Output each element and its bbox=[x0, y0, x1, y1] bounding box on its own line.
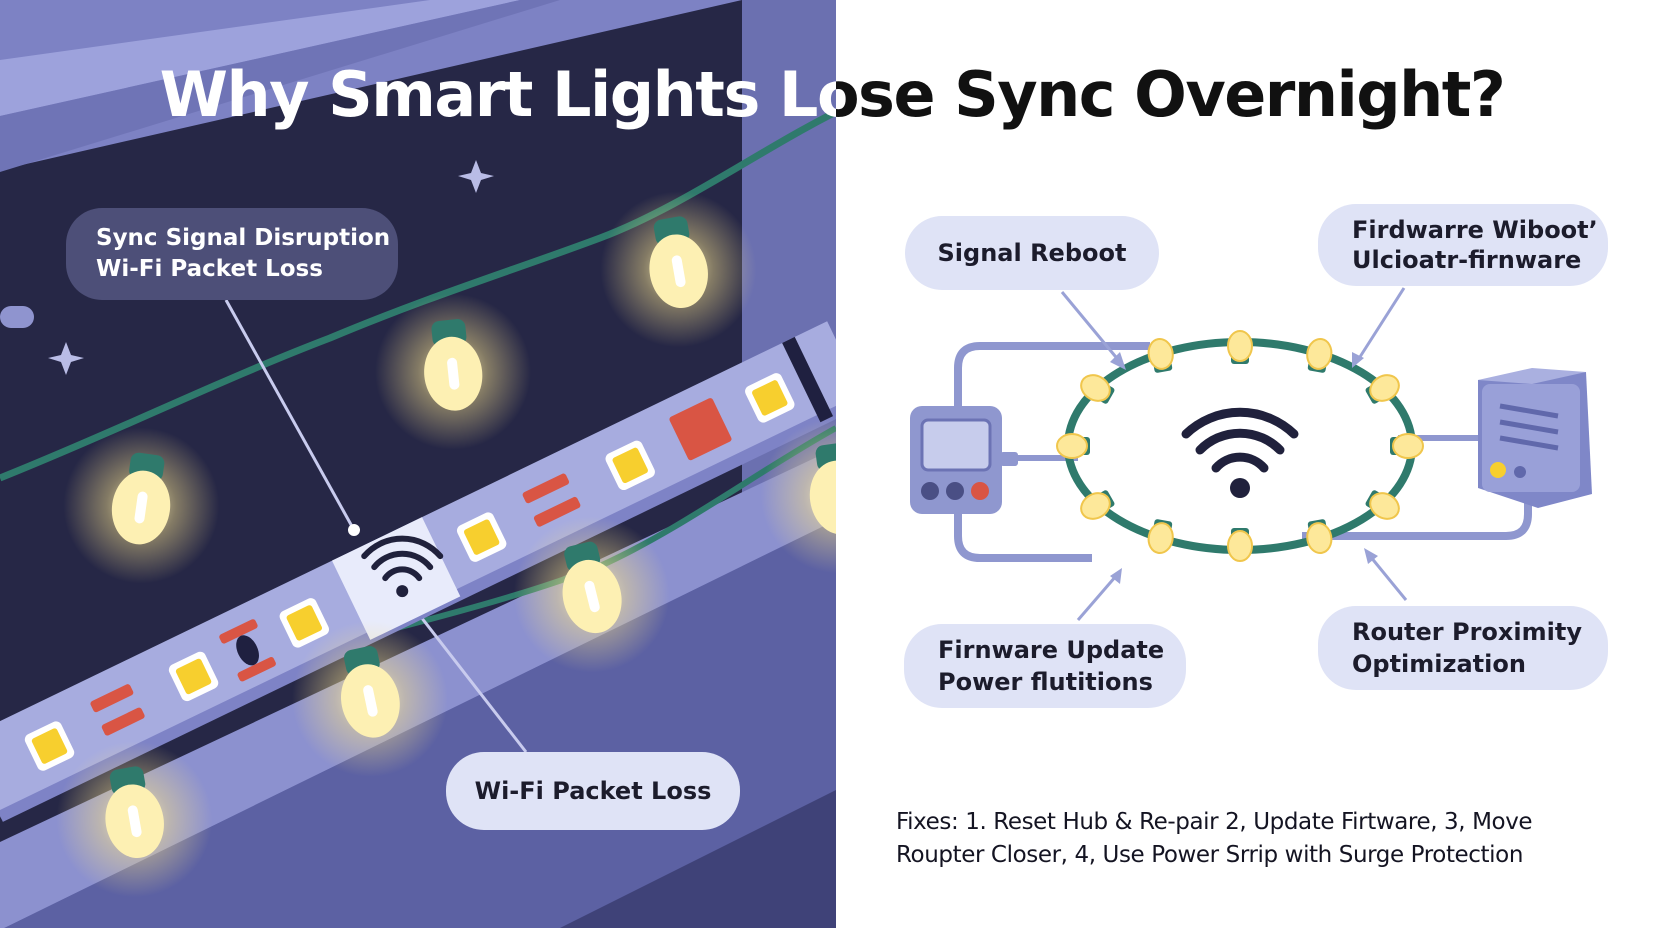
light-bulb-icon bbox=[513, 516, 670, 673]
left-scene bbox=[0, 0, 836, 928]
light-bulb-icon bbox=[375, 293, 532, 450]
sparkle-icon bbox=[458, 160, 494, 193]
callout-line: Power flutitions bbox=[938, 668, 1153, 696]
page-title: Why Smart Lights Lose Sync Overnight? bbox=[0, 58, 1664, 131]
led-chip-icon bbox=[745, 373, 795, 423]
led-chip-icon bbox=[456, 512, 507, 562]
strip-connector bbox=[782, 336, 834, 423]
callout-line: Sync Signal Disruption bbox=[96, 225, 391, 251]
callout-signal-reboot: Signal Reboot bbox=[905, 216, 1159, 290]
right-diagram bbox=[836, 0, 1664, 928]
led-chip-icon bbox=[279, 598, 330, 648]
light-bulb-icon bbox=[1056, 433, 1090, 459]
roof-edge-lower bbox=[0, 0, 560, 172]
connection-wire bbox=[1302, 502, 1532, 540]
wifi-icon bbox=[1181, 407, 1299, 498]
leader-line bbox=[224, 299, 356, 531]
light-bulb-icon bbox=[291, 620, 448, 777]
callout-line: Ulcioatr-firnware bbox=[1352, 246, 1582, 274]
wifi-icon bbox=[361, 535, 444, 598]
fixes-line: Roupter Closer, 4, Use Power Srrip with … bbox=[896, 842, 1524, 868]
arrow-icon bbox=[1060, 291, 1126, 370]
callout-sync-disruption: Sync Signal Disruption Wi-Fi Packet Loss bbox=[66, 208, 398, 300]
light-bulb-icon bbox=[1227, 528, 1253, 562]
callout-line: Wi-Fi Packet Loss bbox=[474, 777, 712, 805]
light-bulb-icon bbox=[1306, 519, 1333, 554]
arrow-icon bbox=[1364, 548, 1408, 601]
callout-line: Router Proximity bbox=[1352, 618, 1582, 646]
leader-dot bbox=[348, 524, 360, 536]
led-chip-icon bbox=[90, 684, 145, 736]
ground-block bbox=[560, 790, 836, 928]
callout-line: Wi-Fi Packet Loss bbox=[96, 256, 323, 282]
callout-line: Optimization bbox=[1352, 650, 1526, 678]
light-bulb-icon bbox=[56, 741, 213, 898]
wall-mark bbox=[0, 306, 34, 328]
hub-device-icon bbox=[910, 406, 1018, 514]
led-chip-icon bbox=[522, 473, 581, 527]
leader-line bbox=[412, 607, 528, 753]
led-strip bbox=[0, 321, 836, 822]
connection-wire bbox=[954, 342, 1150, 406]
light-bulb-icon bbox=[63, 427, 220, 584]
light-bulb-icon bbox=[1227, 330, 1253, 364]
router-icon bbox=[1478, 368, 1592, 508]
callout-firmware-update: Firnware Update Power flutitions bbox=[904, 624, 1186, 708]
callout-line: Firnware Update bbox=[938, 636, 1165, 664]
light-bulb-icon bbox=[1147, 338, 1174, 373]
led-chip-icon bbox=[669, 398, 732, 461]
light-bulb-icon bbox=[1147, 519, 1174, 554]
led-chip-icon bbox=[605, 440, 655, 491]
callout-wifi-packet-loss: Wi-Fi Packet Loss bbox=[446, 752, 740, 830]
light-bulb-icon bbox=[1306, 338, 1333, 373]
fixes-list: Fixes: 1. Reset Hub & Re-pair 2, Update … bbox=[896, 806, 1616, 872]
callout-firmware-reboot: Firdwarre Wiboot’ Ulcioatr-firnware bbox=[1318, 204, 1608, 286]
light-bulb-icon bbox=[1365, 490, 1400, 520]
light-bulb-icon bbox=[1390, 433, 1424, 459]
arrow-icon bbox=[1076, 568, 1122, 621]
led-chip-icon bbox=[219, 619, 276, 682]
callout-line: Firdwarre Wiboot’ bbox=[1352, 216, 1598, 244]
fixes-line: Fixes: 1. Reset Hub & Re-pair 2, Update … bbox=[896, 809, 1533, 835]
light-bulb-icon bbox=[600, 191, 757, 348]
connection-wire bbox=[954, 510, 1092, 562]
light-bulb-icon bbox=[1080, 490, 1115, 520]
callout-line: Signal Reboot bbox=[937, 239, 1127, 267]
light-bulb-icon bbox=[1365, 374, 1400, 404]
string-wire bbox=[0, 108, 836, 482]
callout-router-proximity: Router Proximity Optimization bbox=[1318, 606, 1608, 690]
sparkle-icon bbox=[48, 342, 84, 375]
arrow-icon bbox=[1352, 287, 1406, 368]
light-bulb-icon bbox=[1080, 374, 1115, 404]
led-chip-icon bbox=[24, 721, 75, 771]
led-chip-icon bbox=[168, 651, 219, 702]
light-bulb-icon bbox=[760, 417, 836, 574]
